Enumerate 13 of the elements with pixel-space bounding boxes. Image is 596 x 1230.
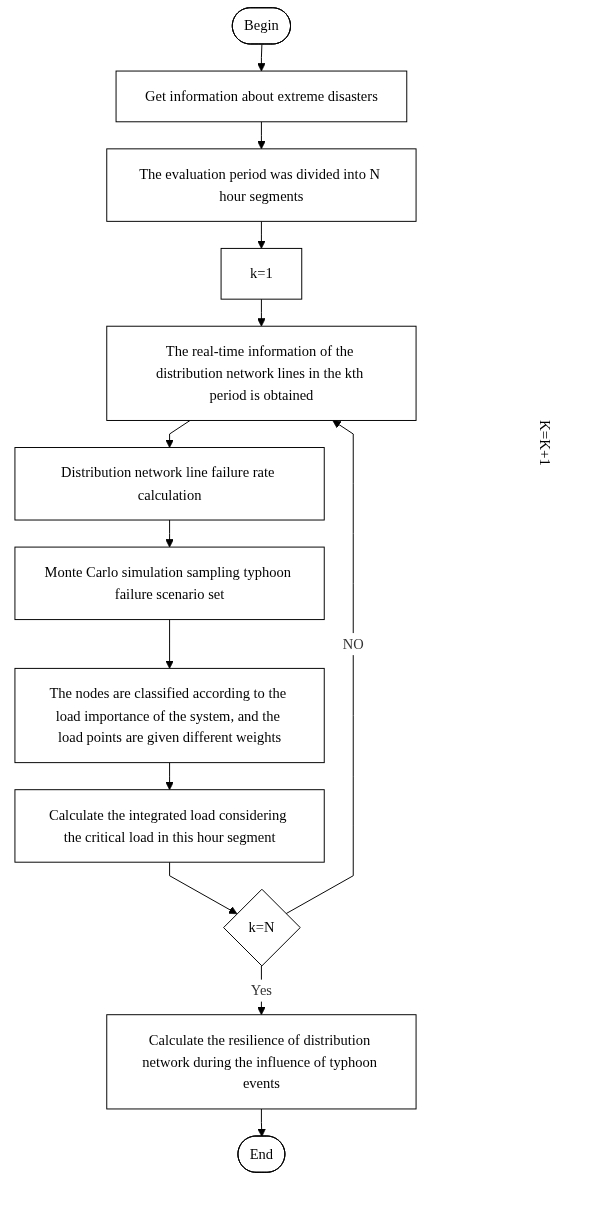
node-box: Distribution network line failure rate calculation: [14, 447, 325, 521]
node-box: The nodes are classified according to the load importance of the system, and the load points are given different weights: [14, 667, 325, 764]
node-box: Monte Carlo simulation sampling typhoon failure scenario set: [14, 546, 325, 621]
edge-label: NO: [342, 636, 364, 652]
node-diamond: k=N: [223, 888, 301, 967]
edge-label: Yes: [250, 982, 272, 998]
loop-label: K=K+1: [536, 420, 553, 467]
node-box: Calculate the resilience of distribution network during the influence of typhoon events: [106, 1014, 417, 1110]
node-box: The real-time information of the distribution network lines in the kth period is obtained: [106, 325, 417, 421]
node-box: k=1: [220, 247, 303, 300]
node-box: Calculate the integrated load considering the critical load in this hour segment: [14, 789, 325, 863]
node-box: Get information about extreme disasters: [115, 70, 408, 123]
node-box: The evaluation period was divided into N hour segments: [106, 148, 417, 222]
